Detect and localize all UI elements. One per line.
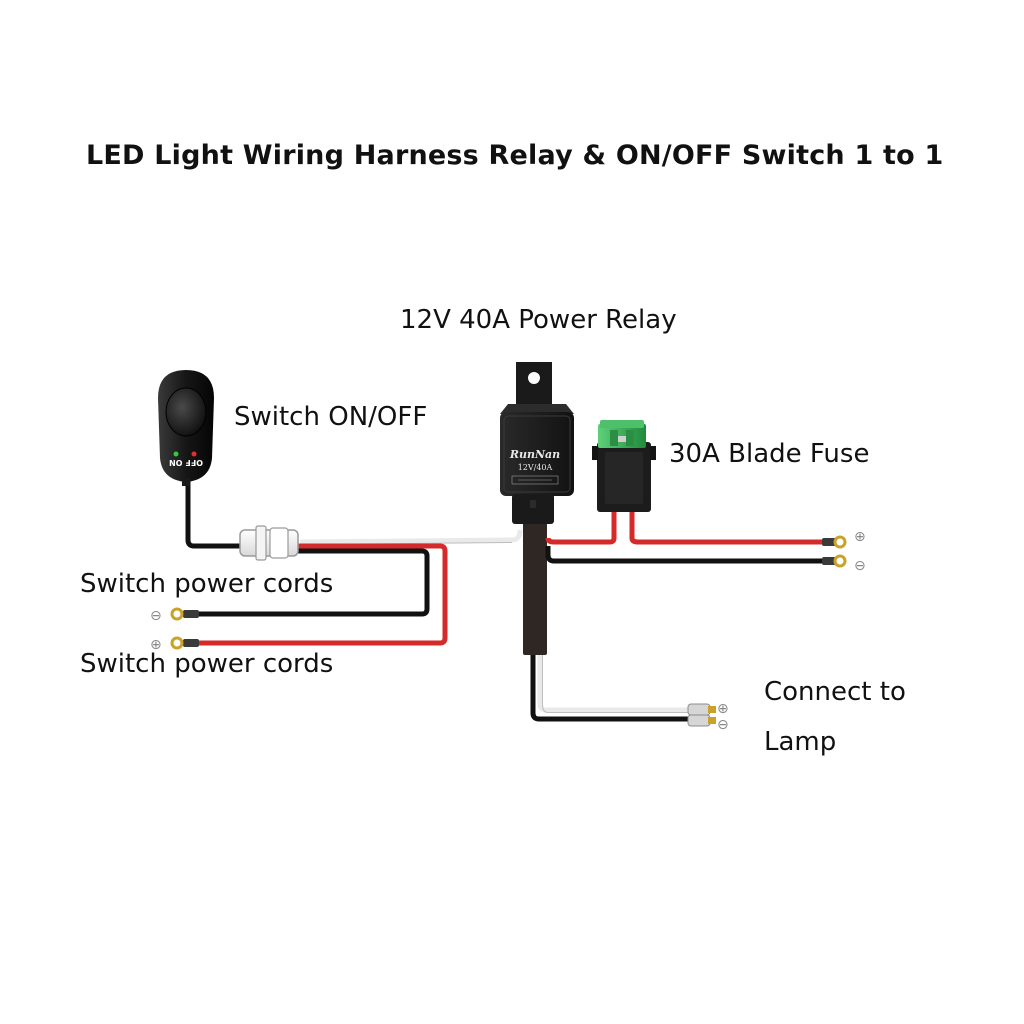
- fuse-holder: [592, 442, 656, 512]
- symbol-lamp-negative: ⊖: [717, 717, 729, 733]
- relay-harness-sleeve: [523, 520, 547, 655]
- battery-black-wire: [545, 546, 826, 564]
- switch-marking: OFF ON: [169, 458, 203, 467]
- lamp-black-wire: [530, 655, 690, 722]
- white-wire-switch-to-relay: [299, 529, 523, 545]
- switch-connector: [239, 525, 299, 561]
- switch-cords-label-negative: Switch power cords: [80, 569, 334, 599]
- symbol-switch-positive: ⊕: [150, 637, 162, 653]
- switch-label: Switch ON/OFF: [234, 402, 428, 432]
- battery-red-wire: [629, 512, 826, 545]
- ring-terminal-battery-positive: [822, 535, 847, 549]
- relay-brand: RunNan: [509, 448, 560, 461]
- relay-red-wire: [545, 512, 617, 545]
- relay-body: RunNan 12V/40A: [500, 362, 574, 524]
- relay-label: 12V 40A Power Relay: [400, 305, 677, 335]
- symbol-lamp-positive: ⊕: [717, 701, 729, 717]
- symbol-battery-positive: ⊕: [854, 529, 866, 545]
- switch-cord: [185, 478, 245, 549]
- fuse-blade: [598, 420, 646, 448]
- switch-black-wire: [195, 548, 430, 617]
- diagram-title: LED Light Wiring Harness Relay & ON/OFF …: [86, 140, 944, 171]
- switch-cords-label-positive: Switch power cords: [80, 649, 334, 679]
- relay-rating: 12V/40A: [518, 463, 553, 472]
- lamp-connector-positive: [687, 703, 716, 716]
- ring-terminal-switch-positive: [170, 636, 199, 650]
- fuse-label: 30A Blade Fuse: [669, 439, 870, 469]
- symbol-switch-negative: ⊖: [150, 608, 162, 624]
- lamp-label-line2: Lamp: [764, 727, 837, 757]
- switch-body: OFF ON: [158, 370, 214, 486]
- symbol-battery-negative: ⊖: [854, 558, 866, 574]
- switch-red-wire: [195, 543, 448, 646]
- lamp-connector-negative: [687, 714, 716, 727]
- ring-terminal-battery-negative: [822, 554, 847, 568]
- lamp-white-wire: [537, 655, 690, 713]
- ring-terminal-switch-negative: [170, 607, 199, 621]
- lamp-label-line1: Connect to: [764, 677, 906, 707]
